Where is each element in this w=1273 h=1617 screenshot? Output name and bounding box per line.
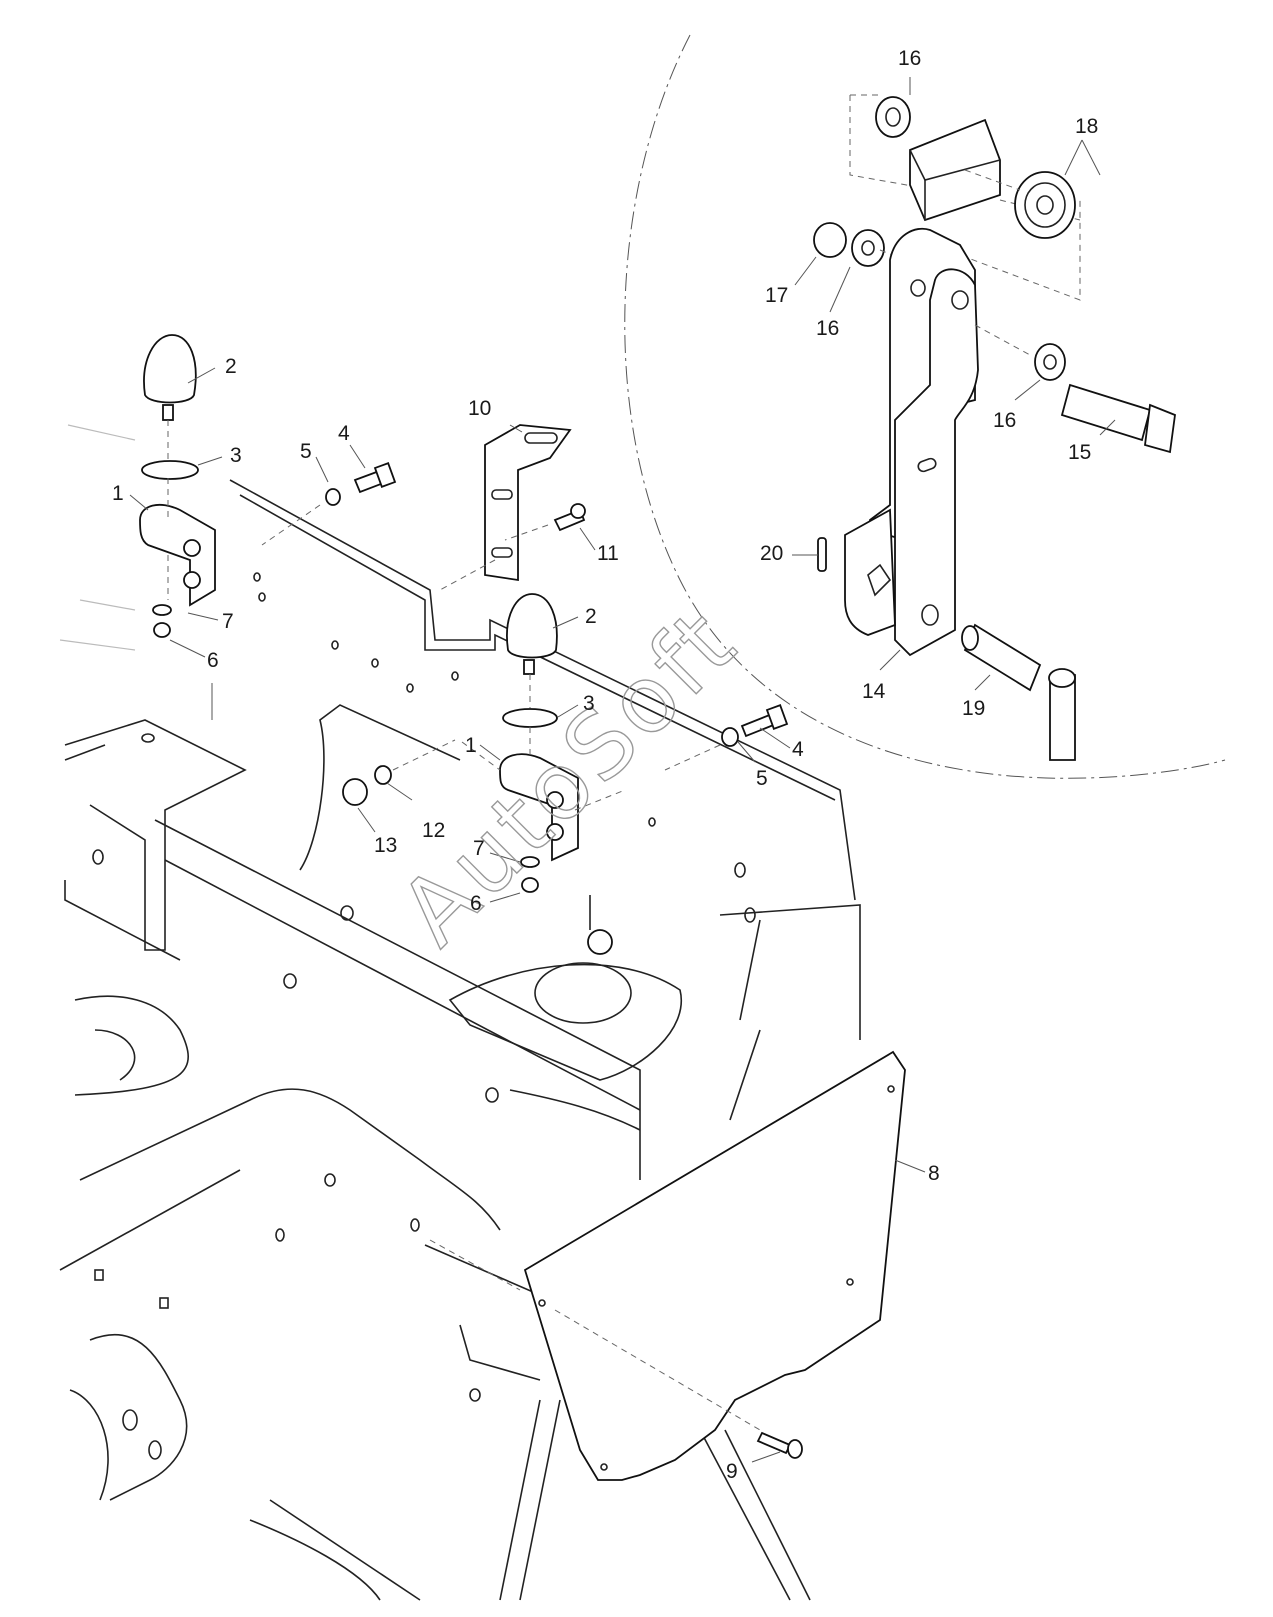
- callout-11: 11: [597, 542, 619, 565]
- isolator-center: [461, 593, 626, 893]
- detail-view-boundary: [624, 34, 1226, 779]
- callout-2: 2: [225, 355, 237, 378]
- bolt-upper-left: [261, 462, 397, 546]
- bolt-center-right: [342, 704, 789, 806]
- callout-16: 16: [993, 409, 1016, 432]
- callout-2: 2: [585, 605, 597, 628]
- bracket-10: [439, 424, 586, 591]
- callout-6: 6: [470, 892, 482, 915]
- callout-7: 7: [473, 837, 485, 860]
- callout-18: 18: [1075, 115, 1098, 138]
- callout-6: 6: [207, 649, 219, 672]
- callout-4: 4: [792, 738, 804, 761]
- machine-frame: [59, 424, 861, 1601]
- link-assembly: [813, 94, 1176, 761]
- callout-15: 15: [1068, 441, 1091, 464]
- callout-4: 4: [338, 422, 350, 445]
- callout-20: 20: [760, 542, 783, 565]
- callout-1: 1: [112, 482, 124, 505]
- callout-3: 3: [583, 692, 595, 715]
- callout-19: 19: [962, 697, 985, 720]
- side-panel-8: [429, 1050, 906, 1481]
- callout-5: 5: [756, 767, 768, 790]
- callout-16: 16: [816, 317, 839, 340]
- callout-7: 7: [222, 610, 234, 633]
- callout-16: 16: [898, 47, 921, 70]
- callout-10: 10: [468, 397, 491, 420]
- callout-3: 3: [230, 444, 242, 467]
- callout-5: 5: [300, 440, 312, 463]
- callout-1: 1: [465, 734, 477, 757]
- callout-12: 12: [422, 819, 445, 842]
- callout-8: 8: [928, 1162, 940, 1185]
- watermark: AutoSoft: [380, 588, 758, 966]
- leader-lines: [129, 77, 1116, 1463]
- callout-14: 14: [862, 680, 886, 703]
- callout-17: 17: [765, 284, 788, 307]
- callout-labels: 1 1 2 2 3 3 4 4 5 5 6 6 7 7 8 9 10 11 12…: [112, 47, 1098, 1483]
- isolator-left: [139, 334, 216, 720]
- callout-9: 9: [726, 1460, 738, 1483]
- callout-13: 13: [374, 834, 397, 857]
